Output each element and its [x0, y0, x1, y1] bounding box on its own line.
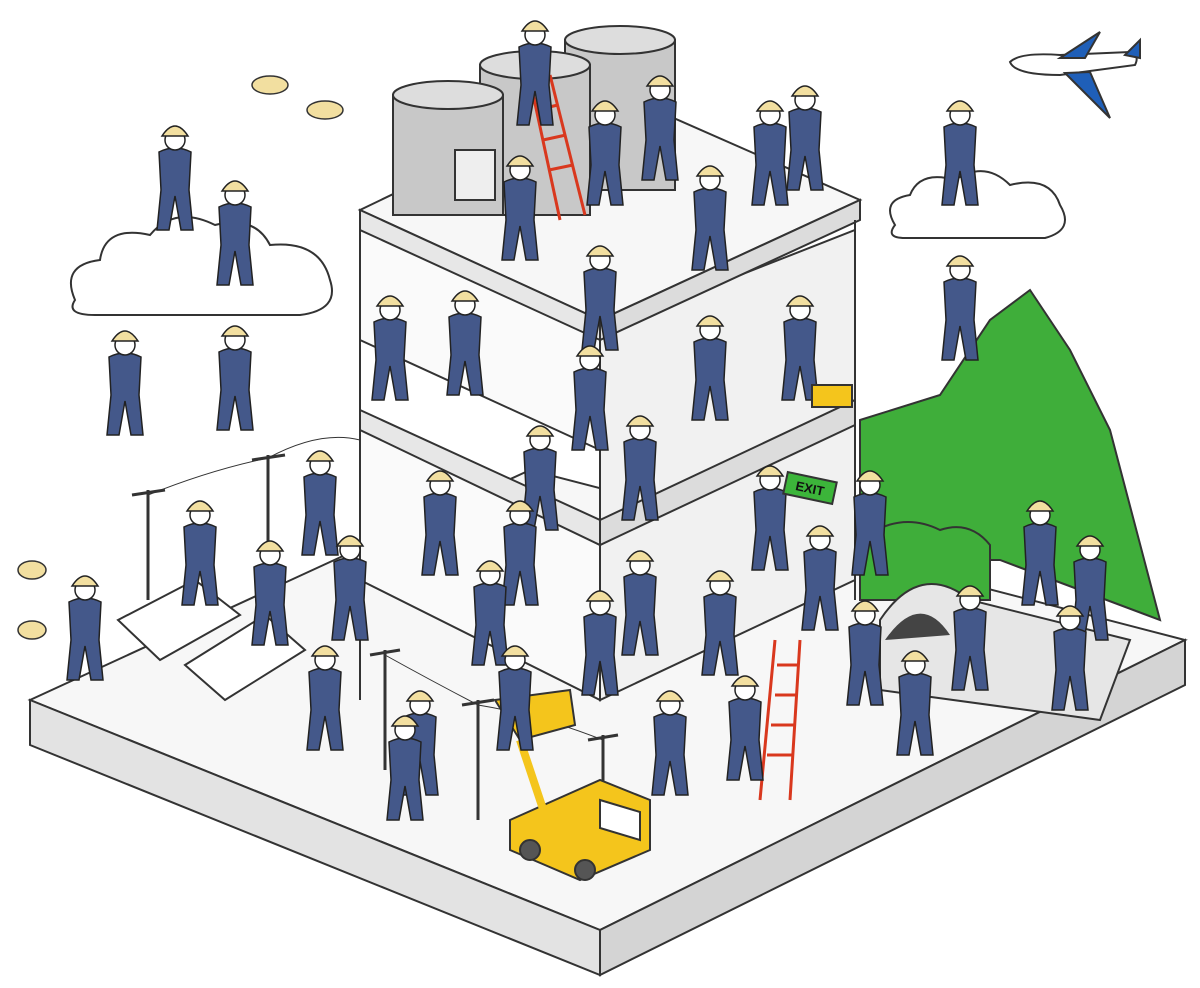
worker-figure: [641, 75, 679, 181]
worker-figure: [66, 575, 104, 681]
worker-figure: [691, 315, 729, 421]
worker-figure: [941, 100, 979, 206]
mountain: [859, 288, 1162, 722]
toolbox: [811, 384, 853, 408]
worker-figure: [181, 500, 219, 606]
worker-figure: [941, 255, 979, 361]
worker-figure: [726, 675, 764, 781]
worker-figure: [496, 645, 534, 751]
worker-figure: [516, 20, 554, 126]
worker-figure: [501, 500, 539, 606]
storage-tanks: [392, 25, 676, 216]
exit-sign-text: EXIT: [794, 478, 825, 499]
worker-figure: [251, 540, 289, 646]
worker-figure: [581, 245, 619, 351]
worker-figure: [621, 415, 659, 521]
worker-figure: [621, 550, 659, 656]
workers: [66, 20, 1109, 821]
worker-figure: [1051, 605, 1089, 711]
worker-figure: [306, 645, 344, 751]
worker-figure: [801, 525, 839, 631]
worker-figure: [331, 535, 369, 641]
worker-figure: [216, 325, 254, 431]
worker-figure: [571, 345, 609, 451]
worker-figure: [586, 100, 624, 206]
worker-figure: [386, 715, 424, 821]
birds: [17, 75, 344, 640]
worker-figure: [156, 125, 194, 231]
worker-figure: [751, 100, 789, 206]
worker-figure: [421, 470, 459, 576]
worker-figure: [846, 600, 884, 706]
worker-figure: [701, 570, 739, 676]
worker-figure: [896, 650, 934, 756]
worker-figure: [446, 290, 484, 396]
worker-figure: [301, 450, 339, 556]
worker-figure: [751, 465, 789, 571]
worker-figure: [501, 155, 539, 261]
worker-figure: [691, 165, 729, 271]
worker-figure: [216, 180, 254, 286]
worker-figure: [106, 330, 144, 436]
worker-figure: [651, 690, 689, 796]
worker-figure: [851, 470, 889, 576]
airplane: [1008, 31, 1141, 119]
exit-sign: EXIT: [782, 470, 838, 506]
worker-figure: [471, 560, 509, 666]
worker-figure: [951, 585, 989, 691]
bucket-truck: [493, 688, 651, 882]
worker-figure: [781, 295, 819, 401]
worker-figure: [371, 295, 409, 401]
worker-figure: [1021, 500, 1059, 606]
worker-figure: [581, 590, 619, 696]
worker-figure: [786, 85, 824, 191]
